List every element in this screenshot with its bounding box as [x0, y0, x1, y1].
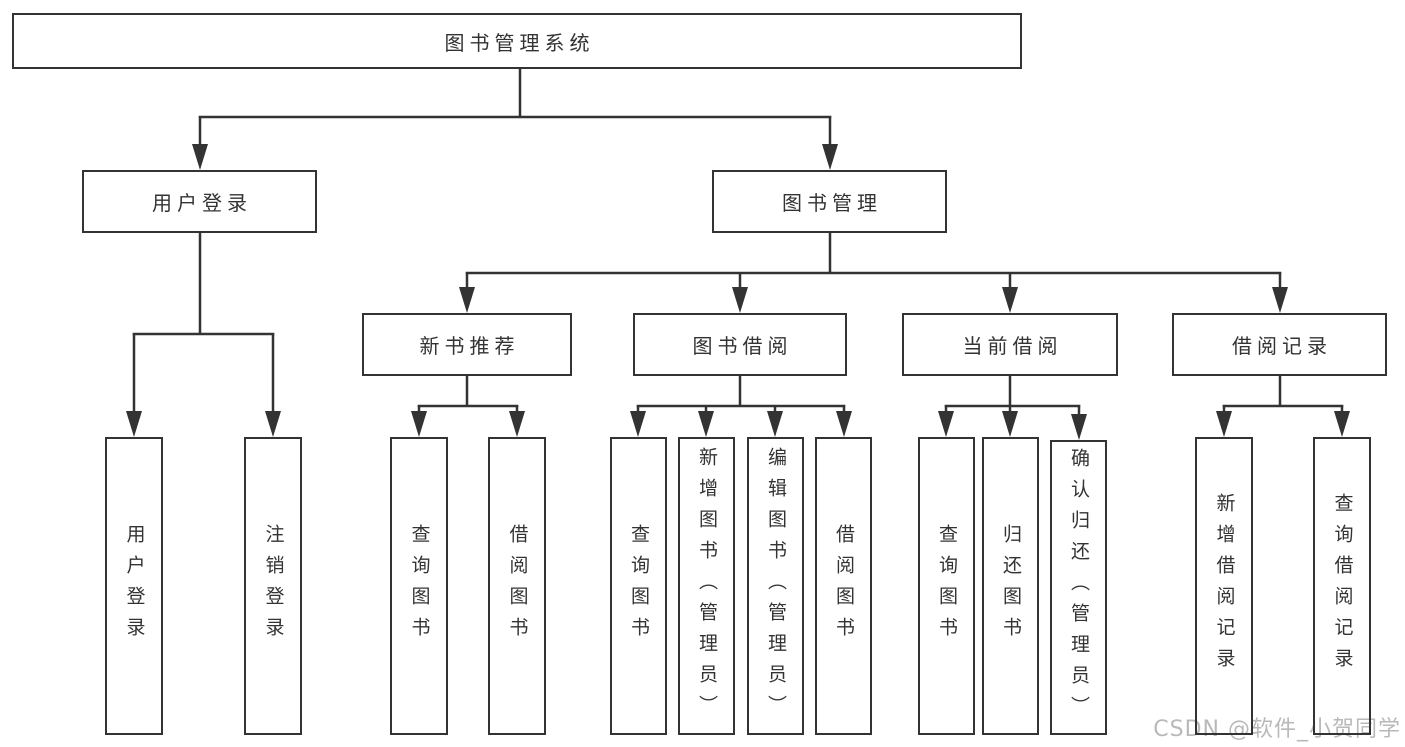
node-user-login: 用户登录: [82, 170, 317, 233]
node-leaf-borrow-query: 查询图书: [610, 437, 667, 735]
node-borrow-record: 借阅记录: [1172, 313, 1387, 376]
arrowheads: [126, 144, 1350, 440]
node-leaf-record-query: 查询借阅记录: [1313, 437, 1371, 735]
node-leaf-record-add: 新增借阅记录: [1195, 437, 1253, 735]
csdn-watermark: CSDN @软件_小贺同学: [1153, 717, 1401, 742]
node-leaf-user-login: 用户登录: [105, 437, 163, 735]
node-new-book-recommend: 新书推荐: [362, 313, 572, 376]
node-leaf-current-query: 查询图书: [918, 437, 975, 735]
node-book-borrow: 图书借阅: [633, 313, 847, 376]
node-leaf-borrow-borrow: 借阅图书: [815, 437, 872, 735]
node-current-borrow: 当前借阅: [902, 313, 1118, 376]
node-leaf-newbook-borrow: 借阅图书: [488, 437, 546, 735]
node-library-system: 图书管理系统: [12, 13, 1022, 69]
node-leaf-current-return: 归还图书: [982, 437, 1039, 735]
node-leaf-logout: 注销登录: [244, 437, 302, 735]
node-leaf-borrow-add-admin: 新增图书（管理员）: [678, 437, 735, 735]
node-leaf-newbook-query: 查询图书: [390, 437, 448, 735]
node-book-management: 图书管理: [712, 170, 947, 233]
node-leaf-borrow-edit-admin: 编辑图书（管理员）: [747, 437, 804, 735]
node-leaf-current-confirm-admin: 确认归还（管理员）: [1050, 440, 1107, 735]
